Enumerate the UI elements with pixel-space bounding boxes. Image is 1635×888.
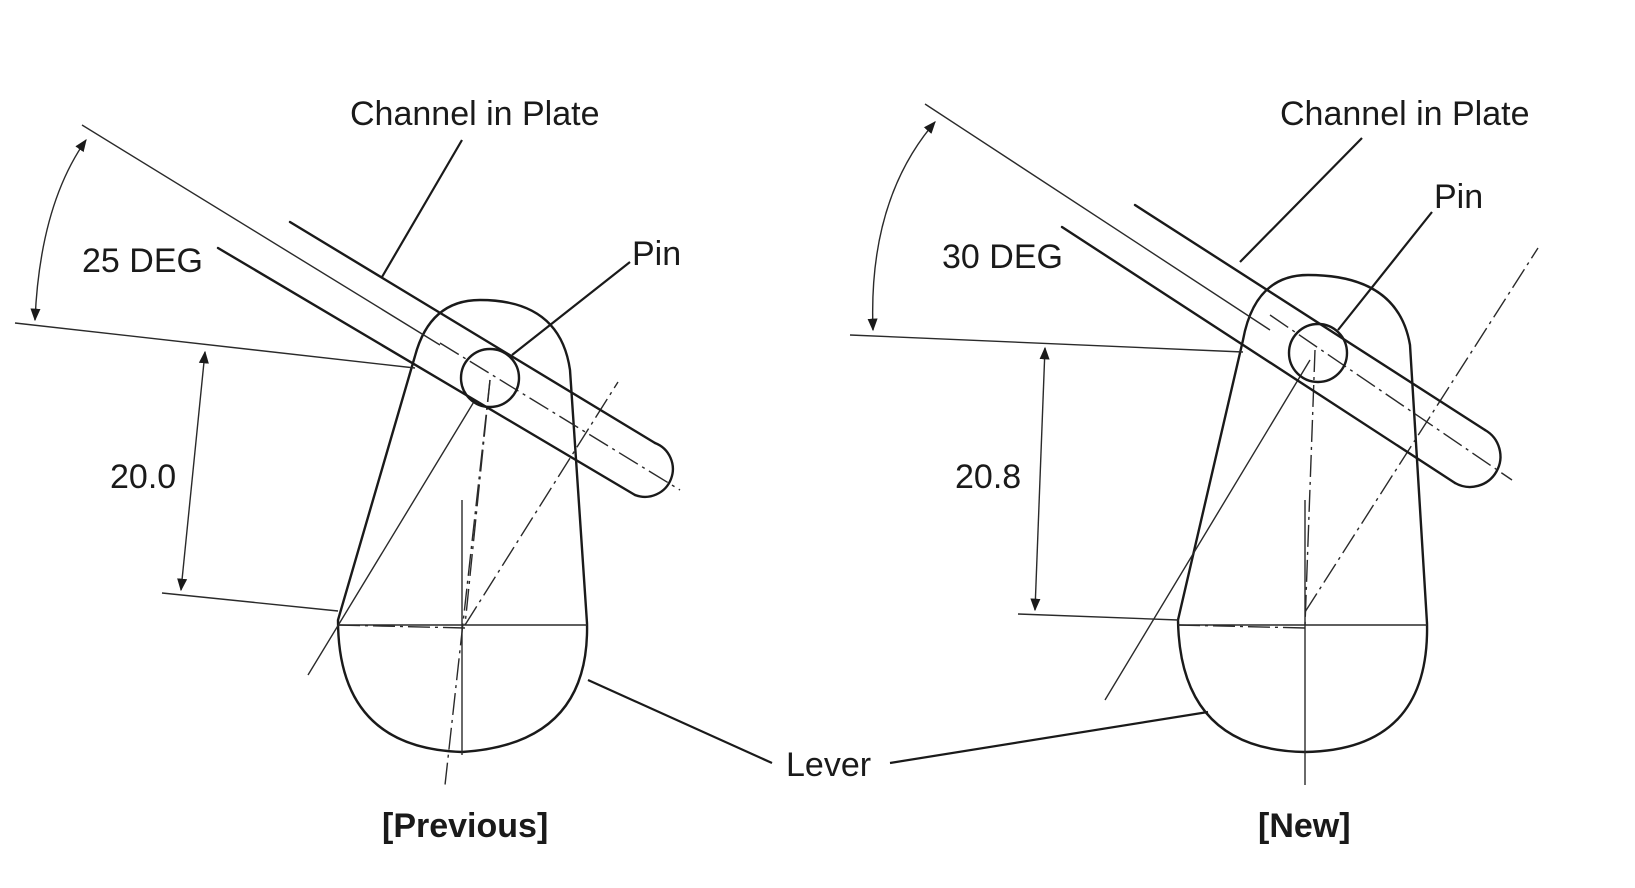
new-view: 30 DEG 20.8 [New] (849, 103, 1539, 845)
new-construction-line (1104, 359, 1311, 701)
lever-leader-previous (587, 678, 773, 765)
new-centerline (1304, 349, 1316, 626)
previous-centerline (444, 379, 491, 786)
previous-angle-label: 25 DEG (82, 242, 203, 280)
previous-centerline (464, 379, 491, 626)
previous-channel (81, 124, 681, 499)
new-channel (924, 103, 1513, 489)
new-dimension-arrow (1030, 346, 1050, 612)
lever-leader-new (889, 710, 1209, 765)
new-angle-label: 30 DEG (942, 238, 1063, 276)
channel-label-new: Channel in Plate (1280, 95, 1530, 133)
pin-label-new: Pin (1434, 178, 1483, 216)
new-reference-line (1177, 624, 1306, 629)
pin-label-previous: Pin (632, 235, 681, 273)
lever-label: Lever (786, 746, 871, 784)
new-reference-line (1017, 613, 1179, 621)
previous-reference-line (14, 322, 416, 369)
new-pin (1287, 322, 1349, 384)
new-reference-line (849, 334, 1244, 353)
previous-view: 25 DEG 20.0 [Previous] (14, 124, 681, 845)
previous-dimension-arrow (177, 350, 209, 592)
new-caption: [New] (1258, 807, 1351, 845)
new-pin-leader (1337, 211, 1433, 331)
new-lever (1176, 273, 1429, 785)
channel-label-previous: Channel in Plate (350, 95, 600, 133)
previous-channel-leader (381, 139, 463, 278)
new-channel-leader (1239, 137, 1363, 263)
new-dimension-label: 20.8 (955, 458, 1021, 496)
previous-construction-line (307, 399, 476, 676)
previous-dimension-label: 20.0 (110, 458, 176, 496)
new-centerline (1304, 247, 1539, 613)
previous-angle-arc (30, 138, 87, 322)
previous-reference-line (161, 592, 339, 612)
previous-pin-leader (511, 261, 631, 356)
previous-pin (459, 347, 521, 409)
new-angle-arc (867, 121, 936, 332)
previous-caption: [Previous] (382, 807, 548, 845)
previous-centerline (464, 381, 619, 626)
previous-reference-line (337, 624, 466, 629)
